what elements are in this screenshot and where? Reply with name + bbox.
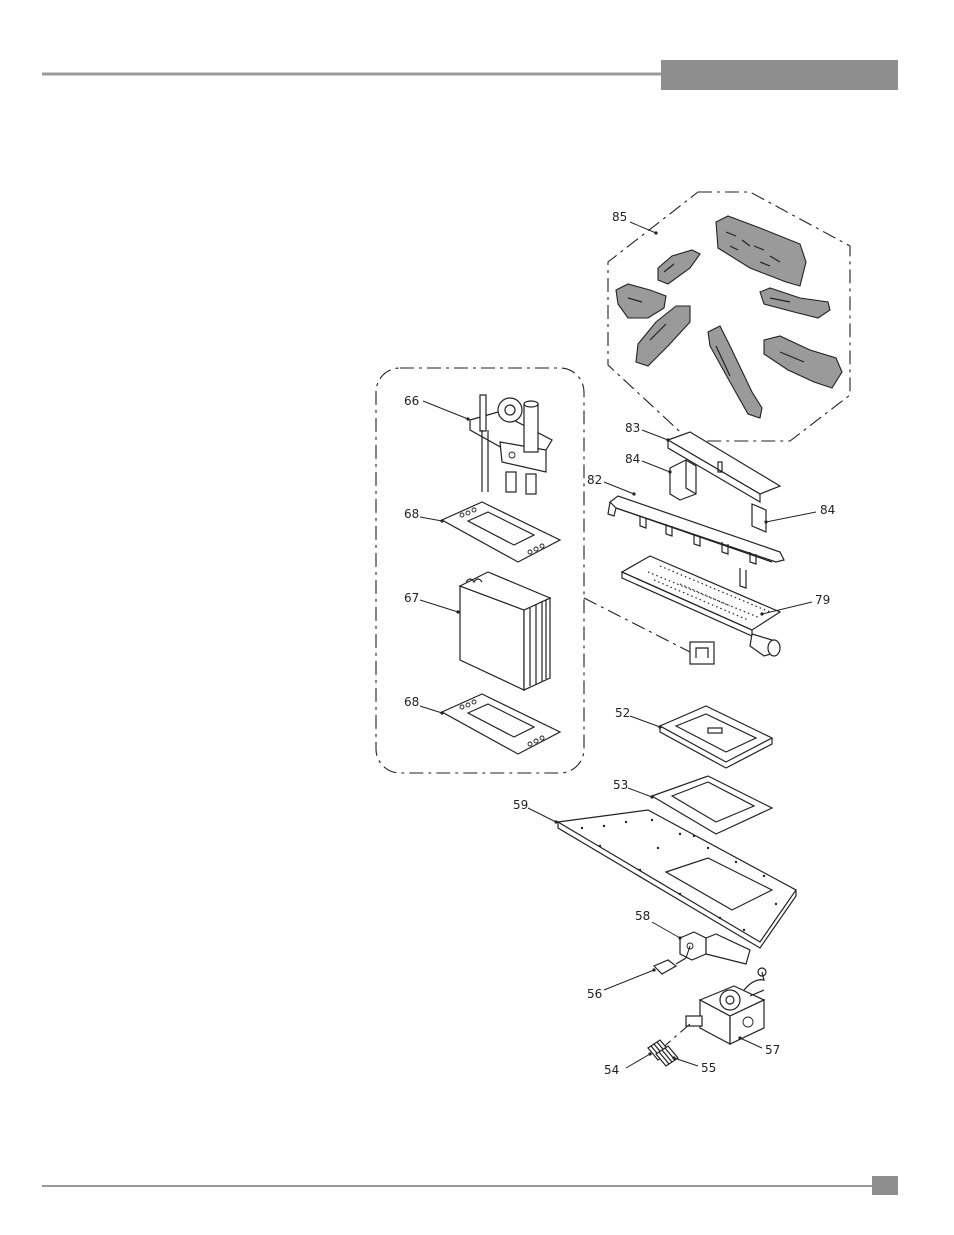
leader-67	[420, 600, 458, 612]
pilot-hood	[498, 398, 522, 422]
igniter-bracket	[680, 932, 750, 964]
leader-53	[628, 788, 652, 797]
gas-valve-inlet	[686, 1016, 702, 1026]
leader-67-tip	[456, 610, 459, 613]
shield-upper	[670, 460, 696, 500]
callout-68b: 68	[404, 695, 419, 709]
callout-84a: 84	[625, 452, 640, 466]
burner-inlet-end	[768, 640, 780, 656]
leader-84a-tip	[668, 470, 671, 473]
gas-valve	[686, 968, 766, 1044]
igniter-tip	[676, 958, 686, 964]
footer-page-box	[872, 1176, 898, 1195]
callout-83: 83	[625, 421, 640, 435]
leader-83-tip	[666, 438, 669, 441]
leader-82	[604, 482, 634, 494]
leader-84b	[766, 512, 816, 522]
leader-58	[652, 922, 680, 938]
burner-tray-flange	[660, 706, 772, 762]
burner-tray	[660, 706, 772, 768]
leader-56-tip	[652, 968, 655, 971]
burner-pan	[622, 556, 780, 656]
callout-82: 82	[587, 473, 602, 487]
callout-85: 85	[612, 210, 627, 224]
log-left	[616, 284, 666, 318]
leader-53-tip	[650, 795, 653, 798]
callout-84b: 84	[820, 503, 835, 517]
callout-58: 58	[635, 909, 650, 923]
pilot-tube-right-top	[524, 401, 538, 407]
header-tab	[661, 60, 898, 90]
callout-67: 67	[404, 591, 419, 605]
leader-59-tip	[554, 820, 557, 823]
log-set	[616, 216, 842, 418]
base-plate	[558, 810, 796, 948]
gasket-upper-outline	[442, 502, 560, 562]
callout-54: 54	[604, 1063, 619, 1077]
log-small-top	[658, 250, 700, 284]
leader-66	[423, 401, 468, 419]
leader-52	[630, 716, 660, 727]
leader-84a	[642, 461, 670, 472]
callout-66: 66	[404, 394, 419, 408]
gas-valve-wire-2	[750, 990, 764, 996]
gas-valve-wire	[744, 972, 764, 990]
callout-57: 57	[765, 1043, 780, 1057]
callout-53: 53	[613, 778, 628, 792]
leader-52-tip	[658, 725, 661, 728]
igniter-body	[654, 960, 676, 974]
leader-58-tip	[678, 936, 681, 939]
pilot-kit-connector	[584, 598, 690, 652]
leader-56	[604, 970, 654, 990]
leader-55-tip	[672, 1056, 675, 1059]
leader-68a	[420, 517, 442, 521]
leader-83	[642, 430, 668, 440]
gasket-lower	[442, 694, 560, 754]
callout-55: 55	[701, 1061, 716, 1075]
leader-59	[528, 808, 556, 822]
burner-frame-end-right	[740, 568, 746, 588]
pilot-fitting-2	[526, 474, 536, 494]
leader-55	[674, 1058, 698, 1066]
pilot-fitting-1	[506, 472, 516, 492]
log-large-back	[716, 216, 806, 286]
leader-68b-tip	[440, 711, 443, 714]
pilot-mount-detail	[690, 642, 714, 664]
leader-84b-tip	[764, 520, 767, 523]
leader-57-tip	[738, 1036, 741, 1039]
log-long-diagonal	[708, 326, 762, 418]
thermocouple-rod	[480, 395, 486, 431]
pilot-tube-right	[524, 404, 538, 452]
callout-68a: 68	[404, 507, 419, 521]
gasket-upper	[442, 502, 560, 562]
shield-plate-right	[752, 504, 766, 532]
log-right-upper	[760, 288, 830, 318]
pilot-box	[460, 572, 550, 690]
callout-52: 52	[615, 706, 630, 720]
leader-66-tip	[466, 417, 469, 420]
leader-85-tip	[654, 231, 657, 234]
callout-59: 59	[513, 798, 528, 812]
callout-56: 56	[587, 987, 602, 1001]
callout-79: 79	[815, 593, 830, 607]
leader-82-tip	[632, 492, 635, 495]
shield-upper-front	[670, 460, 696, 500]
base-plate-top	[558, 810, 796, 942]
gasket-lower-outline	[442, 694, 560, 754]
leader-68b	[420, 706, 442, 713]
leader-54-tip	[648, 1052, 651, 1055]
leader-57	[740, 1038, 762, 1048]
leader-54	[626, 1054, 650, 1068]
pilot-assembly	[470, 395, 552, 494]
leader-79-tip	[760, 612, 763, 615]
leader-68a-tip	[440, 519, 443, 522]
